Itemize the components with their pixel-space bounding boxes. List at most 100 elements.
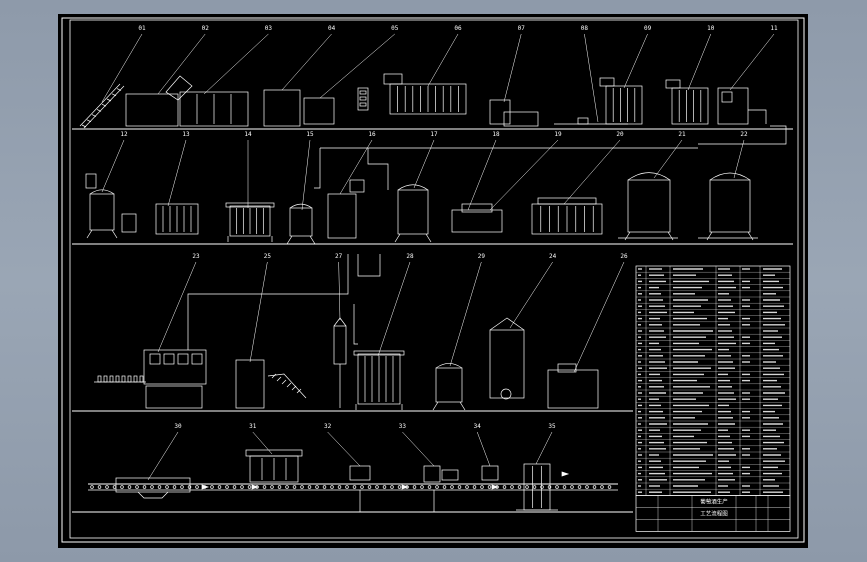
item-number-23: 23 [192, 253, 200, 260]
item-number-13: 13 [182, 131, 190, 138]
leader-line [101, 139, 125, 193]
tank-top [435, 363, 463, 369]
feed-rung [296, 388, 302, 394]
roller [97, 485, 102, 489]
leader-line [301, 139, 311, 211]
ground-lines [72, 128, 793, 513]
leader-line [563, 139, 621, 205]
conveyor-rung [106, 98, 112, 102]
title-text: 工艺流程图 [700, 509, 728, 517]
inspection-30 [115, 477, 191, 493]
leader-line [338, 261, 341, 321]
item-number-26: 26 [620, 253, 628, 260]
leader-line [157, 33, 206, 95]
roller [382, 485, 387, 489]
item-number-10: 10 [707, 25, 715, 32]
flow-arrow [201, 484, 210, 490]
bottle [109, 375, 114, 383]
roller [142, 485, 147, 489]
storage-21 [624, 172, 674, 241]
feed-rung [286, 382, 292, 388]
feed-rung [271, 373, 277, 379]
tank-leg [459, 401, 466, 411]
press-04 [263, 89, 301, 127]
leader-line [623, 33, 648, 89]
tank-body [89, 193, 115, 231]
tank-11 [717, 87, 749, 125]
machine-base [145, 385, 203, 409]
roller [187, 485, 192, 489]
leader-line [489, 139, 559, 211]
equipment-body [481, 465, 499, 481]
roller [157, 485, 162, 489]
roller [225, 485, 229, 489]
item-number-04: 04 [328, 25, 336, 32]
filler-head [177, 353, 189, 365]
tank-leg [111, 229, 118, 239]
filter-press-14 [225, 202, 275, 242]
leader-line [147, 431, 179, 481]
bottle [103, 375, 108, 383]
tank-leg [425, 233, 432, 243]
pipe [187, 254, 349, 350]
roller [480, 485, 484, 489]
equipment-body [115, 477, 191, 493]
roller [562, 485, 567, 489]
labeler-26 [547, 369, 599, 409]
title-text: 葡萄酒生产 [700, 497, 728, 505]
item-number-02: 02 [202, 25, 210, 32]
filler-head [163, 353, 175, 365]
conveyor-rung [81, 124, 87, 128]
incline-feed [267, 373, 307, 399]
bottle [115, 375, 120, 383]
leader-line [653, 139, 683, 179]
equipment-body [229, 205, 271, 237]
conveyor-rung [116, 88, 122, 91]
item-number-33: 33 [399, 423, 407, 430]
leader-line [249, 261, 268, 363]
roller [517, 485, 522, 489]
equipment-body [303, 97, 335, 125]
roller [585, 485, 589, 489]
tank-leg [624, 231, 631, 241]
roller [315, 485, 319, 489]
outlet-pipe [748, 109, 767, 124]
sterilizer-top [489, 317, 525, 331]
item-number-07: 07 [518, 25, 526, 32]
roller [375, 485, 379, 489]
control-box [461, 203, 493, 213]
pipe [314, 148, 321, 189]
roller [555, 485, 559, 489]
tank-body [289, 207, 313, 237]
valve [577, 117, 589, 125]
leader-line [101, 33, 143, 103]
pipe [357, 254, 381, 277]
motor [383, 73, 403, 85]
roller [217, 485, 222, 489]
equipment-body [143, 349, 207, 385]
crusher-02 [125, 93, 179, 127]
centrifuge-18 [451, 209, 503, 233]
leader-line [584, 33, 599, 123]
roller [547, 485, 552, 489]
item-number-18: 18 [492, 131, 500, 138]
leader-line [467, 139, 497, 211]
tank-leg [747, 231, 754, 241]
equipment-body [145, 385, 203, 409]
motor [665, 79, 681, 89]
tank-leg [432, 401, 439, 411]
tank-12 [86, 189, 118, 239]
item-number-19: 19 [554, 131, 562, 138]
roller [135, 485, 139, 489]
item-number-21: 21 [678, 131, 686, 138]
roller [270, 485, 274, 489]
item-number-03: 03 [265, 25, 273, 32]
press-10 [671, 87, 709, 125]
tank-body [397, 189, 429, 235]
pump-07b [503, 111, 539, 127]
